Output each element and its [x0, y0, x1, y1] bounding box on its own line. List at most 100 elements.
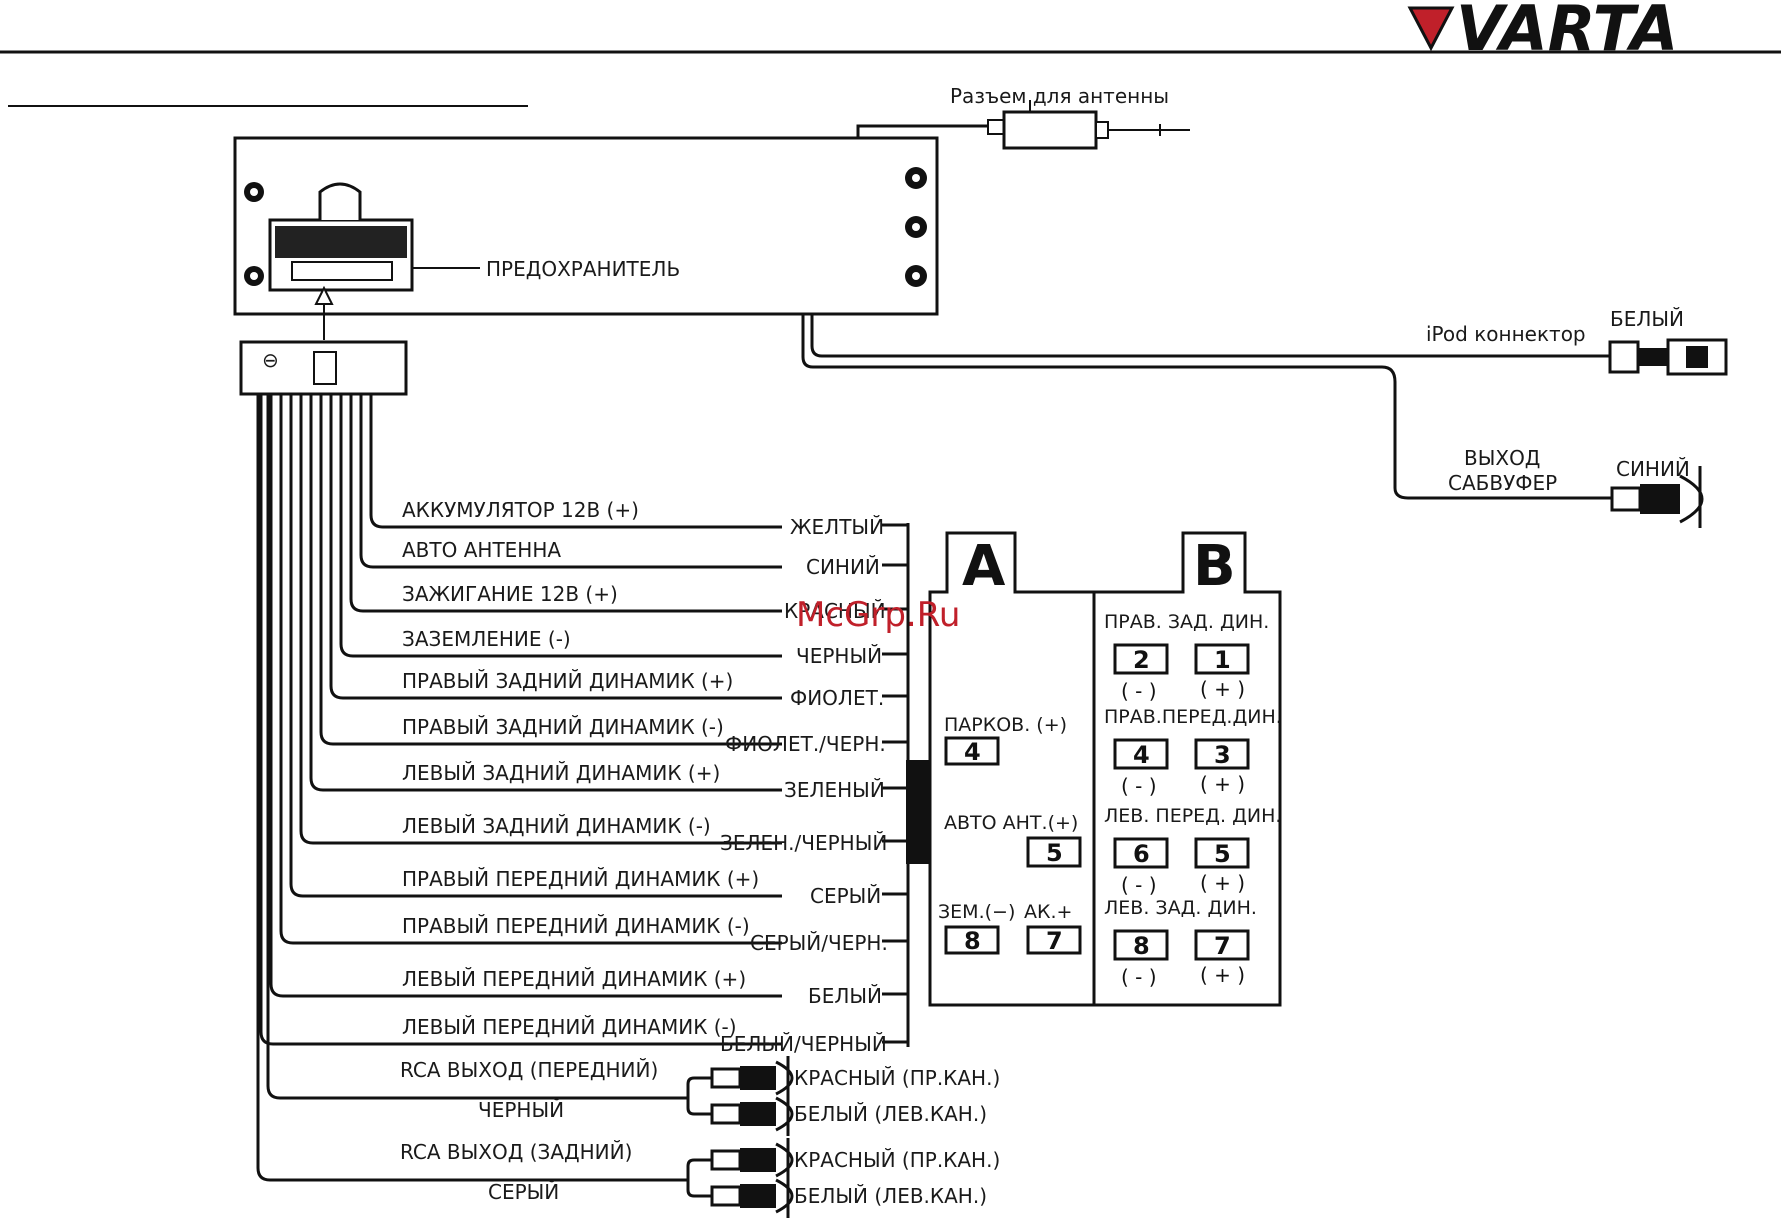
ipod-cable: [810, 314, 1610, 358]
sub-out-label-2: САБВУФЕР: [1448, 471, 1557, 495]
wire-function-label: ЛЕВЫЙ ПЕРЕДНИЙ ДИНАМИК (+): [402, 967, 746, 991]
rca-split-wire: [686, 1180, 718, 1198]
sub-cable: [801, 314, 1612, 500]
rca-plug-tip: [775, 1096, 794, 1132]
positive-pin: 5: [1214, 840, 1231, 868]
rca-plug-body: [710, 1149, 742, 1171]
sub-color-label: СИНИЙ: [1616, 457, 1690, 481]
negative-polarity: ( - ): [1121, 965, 1157, 989]
wire-color-label: ЗЕЛЕНЫЙ: [784, 778, 885, 802]
wire-color-label: ЧЕРНЫЙ: [796, 644, 882, 668]
rca-cable-color: СЕРЫЙ: [488, 1180, 559, 1204]
rca-plug-collar: [740, 1102, 776, 1126]
pin-box: [1113, 929, 1169, 961]
connector-a-letter: A: [962, 534, 1006, 599]
wire-color-label: ФИОЛЕТ./ЧЕРН.: [725, 732, 886, 756]
wire-function-label: ПРАВЫЙ ЗАДНИЙ ДИНАМИК (-): [402, 715, 724, 739]
harness-wire: [349, 394, 782, 613]
rca-split-wire: [686, 1098, 718, 1116]
wire-color-label: ЖЕЛТЫЙ: [790, 515, 884, 539]
ground-pin: 8: [964, 927, 981, 955]
auto-antenna-label: АВТО АНТ.(+): [944, 812, 1078, 834]
rca-plug-body: [710, 1067, 742, 1089]
positive-polarity: ( + ): [1200, 772, 1245, 796]
pin-box: [1026, 925, 1082, 955]
harness-wire: [329, 394, 782, 700]
wires-layer: [256, 394, 908, 1182]
rca-left-channel-label: БЕЛЫЙ (ЛЕВ.КАН.): [794, 1184, 987, 1208]
harness-wire: [289, 394, 782, 898]
speaker-group-label: ПРАВ. ЗАД. ДИН.: [1104, 611, 1269, 633]
rca-feeder-wire: [266, 394, 688, 1100]
wire-color-label: СЕРЫЙ/ЧЕРН.: [750, 931, 888, 955]
positive-pin: 1: [1214, 646, 1231, 674]
ipod-color-label: БЕЛЫЙ: [1610, 307, 1684, 331]
harness-wire: [359, 394, 782, 569]
rca-output-label: RCA ВЫХОД (ПЕРЕДНИЙ): [400, 1058, 658, 1082]
rca-layer: RCA ВЫХОД (ПЕРЕДНИЙ) ЧЕРНЫЙ КРАСНЫЙ (ПР.КА…: [400, 1056, 1000, 1218]
rca-output-label: RCA ВЫХОД (ЗАДНИЙ): [400, 1140, 632, 1164]
watermark: McGrp.Ru: [796, 595, 960, 635]
positive-polarity: ( + ): [1200, 871, 1245, 895]
pin-box: [1026, 836, 1082, 868]
wire-color-label: ФИОЛЕТ.: [790, 686, 884, 710]
varta-logo-icon: [1407, 6, 1455, 52]
positive-polarity: ( + ): [1200, 677, 1245, 701]
negative-pin: 4: [1133, 741, 1150, 769]
wire-function-label: ЛЕВЫЙ ЗАДНИЙ ДИНАМИК (+): [402, 761, 720, 785]
antenna-plug-icon: [856, 100, 1190, 150]
iso-socket-icon: [268, 182, 414, 292]
wire-function-label: ПРАВЫЙ ПЕРЕДНИЙ ДИНАМИК (+): [402, 867, 759, 891]
positive-pin: 3: [1214, 741, 1231, 769]
harness-wire: [309, 394, 782, 792]
rca-plug-tip: [775, 1142, 794, 1178]
speaker-group-label: ЛЕВ. ПЕРЕД. ДИН.: [1104, 805, 1281, 827]
ipod-connector-label: iPod коннектор: [1426, 322, 1586, 346]
negative-polarity: ( - ): [1121, 873, 1157, 897]
negative-polarity: ( - ): [1121, 679, 1157, 703]
harness-wire: [319, 394, 782, 746]
wire-function-label: ЗАЖИГАНИЕ 12В (+): [402, 582, 618, 606]
harness-wire: [259, 394, 782, 1046]
negative-pin: 6: [1133, 840, 1150, 868]
harness-wire: [369, 394, 782, 529]
bus-clamp: [906, 760, 930, 864]
wire-color-label: БЕЛЫЙ/ЧЕРНЫЙ: [720, 1032, 887, 1056]
pin-box: [1194, 837, 1250, 869]
pin-box: [1113, 837, 1169, 869]
speaker-group-label: ПРАВ.ПЕРЕД.ДИН.: [1104, 706, 1282, 728]
rca-plug-tip: [775, 1060, 794, 1096]
harness-wire: [339, 394, 782, 658]
negative-polarity: ( - ): [1121, 774, 1157, 798]
positive-pin: 7: [1214, 932, 1231, 960]
wire-function-label: ЛЕВЫЙ ПЕРЕДНИЙ ДИНАМИК (-): [402, 1015, 737, 1039]
rca-split-wire: [686, 1158, 718, 1180]
acc-pin: 7: [1046, 927, 1063, 955]
pin-box: [1113, 738, 1169, 770]
rca-plug-tip: [775, 1178, 794, 1214]
sub-out-label-1: ВЫХОД: [1464, 446, 1540, 470]
wire-color-label: КРАСНЫЙ: [784, 599, 886, 623]
wire-function-label: ПРАВЫЙ ПЕРЕДНИЙ ДИНАМИК (-): [402, 914, 750, 938]
rca-right-channel-label: КРАСНЫЙ (ПР.КАН.): [794, 1066, 1000, 1090]
rca-cable-color: ЧЕРНЫЙ: [478, 1098, 564, 1122]
pin-box: [944, 925, 1000, 955]
harness-wire: [279, 394, 782, 945]
speaker-group-label: ЛЕВ. ЗАД. ДИН.: [1104, 897, 1257, 919]
wire-color-label: БЕЛЫЙ: [808, 984, 882, 1008]
parking-pin: 4: [964, 738, 981, 766]
rca-plug-collar: [740, 1148, 776, 1172]
wire-color-label: СЕРЫЙ: [810, 884, 881, 908]
wire-function-label: ЛЕВЫЙ ЗАДНИЙ ДИНАМИК (-): [402, 814, 711, 838]
positive-polarity: ( + ): [1200, 963, 1245, 987]
varta-logo: VARTA: [1407, 0, 1678, 65]
rca-split-wire: [686, 1076, 718, 1098]
mount-screw-icon: [244, 167, 927, 287]
parking-label: ПАРКОВ. (+): [944, 714, 1067, 736]
harness-wire: [269, 394, 782, 998]
rca-plug-body: [710, 1103, 742, 1125]
up-arrow-icon: [314, 285, 334, 340]
